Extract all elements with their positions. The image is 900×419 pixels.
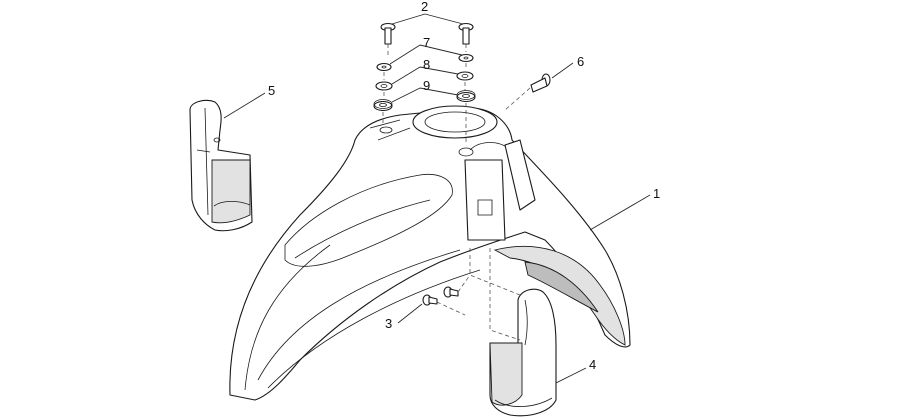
callout-4: 4 bbox=[589, 357, 596, 372]
fork-guard bbox=[489, 288, 557, 417]
washer-right bbox=[458, 53, 474, 63]
callout-2: 2 bbox=[421, 0, 428, 14]
front-mudguard bbox=[229, 105, 631, 401]
small-bolt-left bbox=[422, 294, 438, 306]
callout-1: 1 bbox=[653, 186, 660, 201]
callout-6: 6 bbox=[577, 54, 584, 69]
screw-right bbox=[458, 22, 474, 45]
bushing-left bbox=[375, 81, 393, 91]
callout-3: 3 bbox=[385, 316, 392, 331]
grommet-right bbox=[456, 90, 476, 103]
screw-left bbox=[380, 22, 396, 45]
callout-9: 9 bbox=[423, 78, 430, 93]
washer-left bbox=[376, 62, 392, 72]
left-side-cover bbox=[189, 99, 253, 232]
callout-7: 7 bbox=[423, 35, 430, 50]
grommet-left bbox=[373, 99, 393, 112]
callout-8: 8 bbox=[423, 57, 430, 72]
side-bolt bbox=[530, 73, 551, 93]
assembly-lines bbox=[382, 44, 531, 341]
bushing-right bbox=[456, 71, 474, 81]
callout-5: 5 bbox=[268, 83, 275, 98]
small-bolt-right bbox=[443, 286, 459, 298]
leader-lines bbox=[223, 13, 651, 384]
